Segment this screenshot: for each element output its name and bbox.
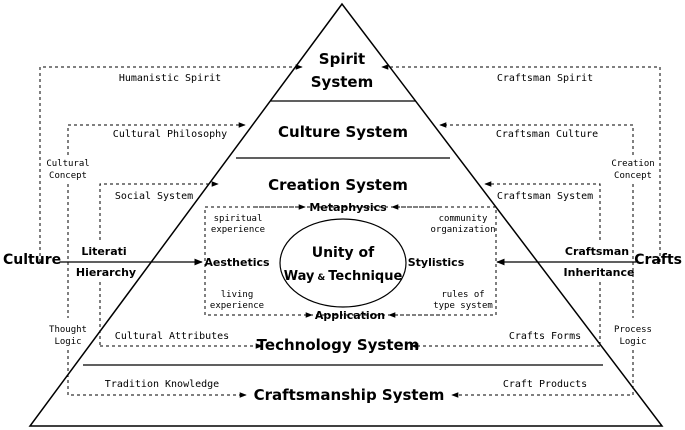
craft-products-label: Craft Products <box>503 379 587 390</box>
technology-system-title: Technology System <box>257 336 420 354</box>
craftsman-culture-path <box>439 122 634 155</box>
community-organization-2: organization <box>430 225 495 235</box>
community-organization-1: community <box>439 214 488 224</box>
process-logic-2: Logic <box>619 337 646 347</box>
living-experience-1: living <box>221 290 254 300</box>
craftsman-spirit-label: Craftsman Spirit <box>497 73 593 84</box>
humanistic-spirit-label: Humanistic Spirit <box>119 73 221 84</box>
creation-inner-box <box>204 206 497 316</box>
inheritance-label: Inheritance <box>564 266 635 279</box>
unity-line2: Way&Technique <box>284 269 403 284</box>
craftsman-spirit-path <box>381 64 661 262</box>
craftsman-culture-label: Craftsman Culture <box>496 129 598 140</box>
spiritual-experience-1: spiritual <box>214 214 263 224</box>
stylistics-label: Stylistics <box>408 256 465 269</box>
unity-line1: Unity of <box>312 245 375 261</box>
spiritual-experience-2: experience <box>211 225 265 235</box>
thought-logic-2: Logic <box>54 337 81 347</box>
craftsman-system-label: Craftsman System <box>497 191 593 202</box>
craftsman-system-path <box>484 181 601 240</box>
culture-side-label: Culture <box>3 252 61 268</box>
tradition-knowledge-label: Tradition Knowledge <box>105 379 219 390</box>
craftsman-label: Craftsman <box>565 245 629 258</box>
application-label: Application <box>315 309 385 322</box>
social-system-path <box>99 181 219 240</box>
rules-of-type-1: rules of <box>441 290 484 300</box>
cultural-concept-1: Cultural <box>46 159 89 169</box>
creation-concept-1: Creation <box>611 159 654 169</box>
pyramid-outline <box>28 2 664 427</box>
creation-system-title: Creation System <box>268 176 408 194</box>
process-logic-1: Process <box>614 325 652 335</box>
humanistic-spirit-path <box>39 64 303 262</box>
craft-products-path <box>451 350 634 398</box>
rules-of-type-2: type system <box>433 301 493 311</box>
spirit-system-title-2: System <box>311 73 373 91</box>
unity-way: Way <box>284 269 315 284</box>
aesthetics-label: Aesthetics <box>204 256 270 269</box>
spirit-system-title-1: Spirit <box>319 50 365 68</box>
craftsmanship-system-title: Craftsmanship System <box>254 386 445 404</box>
metaphysics-label: Metaphysics <box>309 201 387 214</box>
culture-system-title: Culture System <box>278 123 408 141</box>
crafts-side-label: Crafts <box>634 252 682 268</box>
literati-label: Literati <box>81 245 126 258</box>
cultural-attributes-label: Cultural Attributes <box>115 331 229 342</box>
thought-logic-1: Thought <box>49 325 87 335</box>
social-system-label: Social System <box>115 191 193 202</box>
hierarchy-label: Hierarchy <box>76 266 136 279</box>
unity-ellipse <box>279 218 407 308</box>
tradition-knowledge-path <box>67 350 247 398</box>
cultural-philosophy-path <box>67 122 246 155</box>
living-experience-2: experience <box>210 301 264 311</box>
cultural-concept-2: Concept <box>49 171 87 181</box>
cultural-philosophy-label: Cultural Philosophy <box>113 129 227 140</box>
unity-technique: Technique <box>328 269 402 284</box>
unity-amp: & <box>317 273 325 283</box>
creation-concept-2: Concept <box>614 171 652 181</box>
crafts-forms-label: Crafts Forms <box>509 331 581 342</box>
